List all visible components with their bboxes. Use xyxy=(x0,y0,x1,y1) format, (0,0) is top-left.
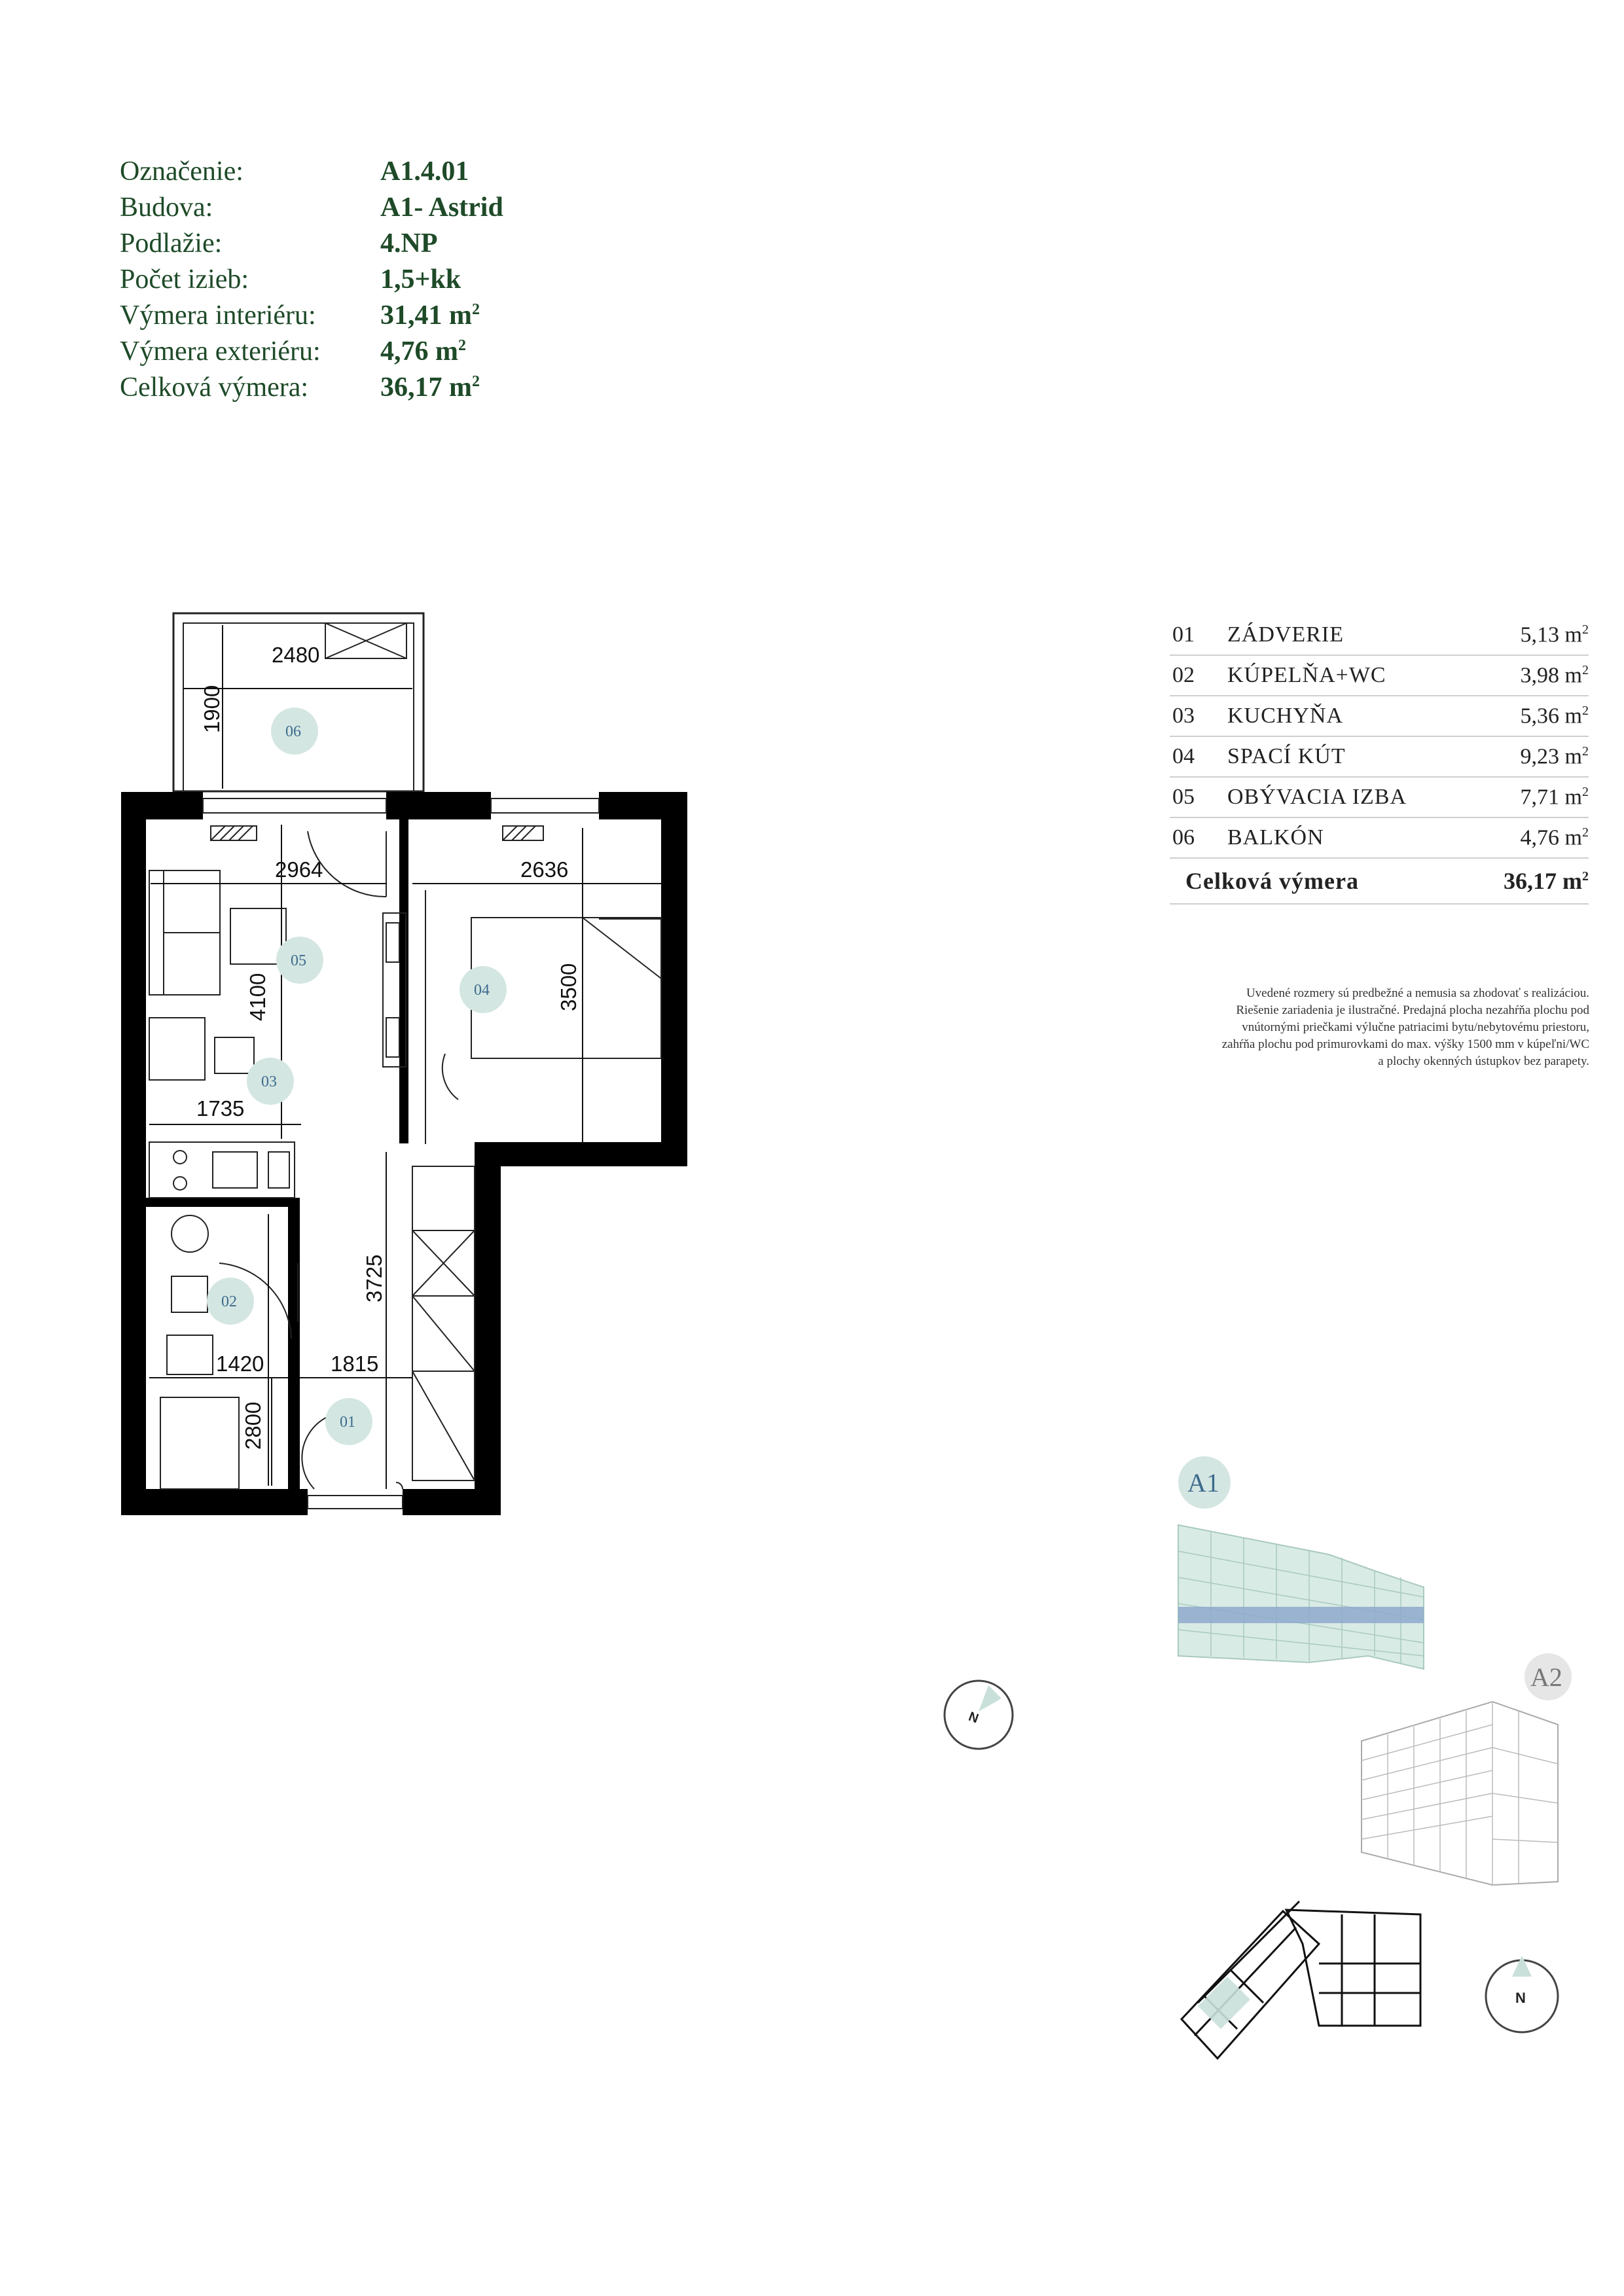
dim-1735: 1735 xyxy=(196,1096,244,1121)
dim-2964: 2964 xyxy=(275,857,323,882)
info-row-rooms: Počet izieb: 1,5+kk xyxy=(120,264,461,295)
balcony xyxy=(172,612,425,793)
room-row: 01 ZÁDVERIE 5,13 m2 xyxy=(1170,615,1589,656)
dim-3500: 3500 xyxy=(556,963,581,1011)
room-table: 01 ZÁDVERIE 5,13 m2 02 KÚPELŇA+WC 3,98 m… xyxy=(1170,615,1589,905)
info-row-floor: Podlažie: 4.NP xyxy=(120,228,438,259)
walls xyxy=(121,792,687,1515)
dim-3725: 3725 xyxy=(362,1255,386,1302)
info-row-exterior-area: Výmera exteriéru: 4,76 m2 xyxy=(120,336,466,367)
info-row-interior-area: Výmera interiéru: 31,41 m2 xyxy=(120,300,480,331)
building-a2-badge xyxy=(1525,1653,1572,1700)
room-labels: 06 05 04 03 02 01 xyxy=(207,708,507,1445)
compass-label: N xyxy=(1515,1990,1526,2006)
room-label-06: 06 xyxy=(285,723,301,740)
compass-icon: N xyxy=(1485,1956,1559,2034)
dim-1815: 1815 xyxy=(331,1352,378,1376)
dim-1420: 1420 xyxy=(216,1352,264,1376)
info-row-total-area: Celková výmera: 36,17 m2 xyxy=(120,372,480,403)
building-a1-badge xyxy=(1178,1456,1231,1509)
building-a2-label: A2 xyxy=(1530,1662,1562,1692)
window-sill-hatch xyxy=(210,825,544,841)
disclaimer-note: Uvedené rozmery sú predbežné a nemusia s… xyxy=(1221,986,1589,1068)
room-row: 04 SPACÍ KÚT 9,23 m2 xyxy=(1170,737,1589,778)
total-row: Celková výmera 36,17 m2 xyxy=(1170,859,1589,905)
info-row-building: Budova: A1- Astrid xyxy=(120,192,503,223)
room-label-04: 04 xyxy=(474,982,490,999)
furniture xyxy=(149,831,662,1490)
info-row-designation: Označenie: A1.4.01 xyxy=(120,156,469,187)
floor-plan: 2480 1900 2964 2636 4100 3500 1735 3725 … xyxy=(121,612,687,1515)
room-row: 03 KUCHYŇA 5,36 m2 xyxy=(1170,696,1589,737)
building-a1-label: A1 xyxy=(1187,1468,1219,1498)
dim-2636: 2636 xyxy=(520,857,568,882)
dim-1900: 1900 xyxy=(200,685,224,733)
dim-2480: 2480 xyxy=(272,643,319,667)
room-label-01: 01 xyxy=(340,1414,355,1431)
compass-icon: N xyxy=(943,1679,1014,1750)
building-a1-illustration: A1 xyxy=(1178,1456,1424,1670)
room-label-05: 05 xyxy=(291,952,306,969)
building-a2-illustration: A2 xyxy=(1361,1653,1572,1886)
dim-2800: 2800 xyxy=(241,1402,265,1450)
room-row: 05 OBÝVACIA IZBA 7,71 m2 xyxy=(1170,778,1589,818)
room-label-02: 02 xyxy=(221,1293,237,1310)
dim-4100: 4100 xyxy=(245,973,270,1021)
unit-info: Označenie: A1.4.01 Budova: A1- Astrid Po… xyxy=(120,153,503,405)
site-plan xyxy=(1180,1900,1422,2060)
windows xyxy=(202,798,600,1509)
room-row: 06 BALKÓN 4,76 m2 xyxy=(1170,818,1589,859)
compass-label: N xyxy=(967,1710,981,1727)
room-label-03: 03 xyxy=(261,1073,277,1090)
room-row: 02 KÚPELŇA+WC 3,98 m2 xyxy=(1170,656,1589,696)
